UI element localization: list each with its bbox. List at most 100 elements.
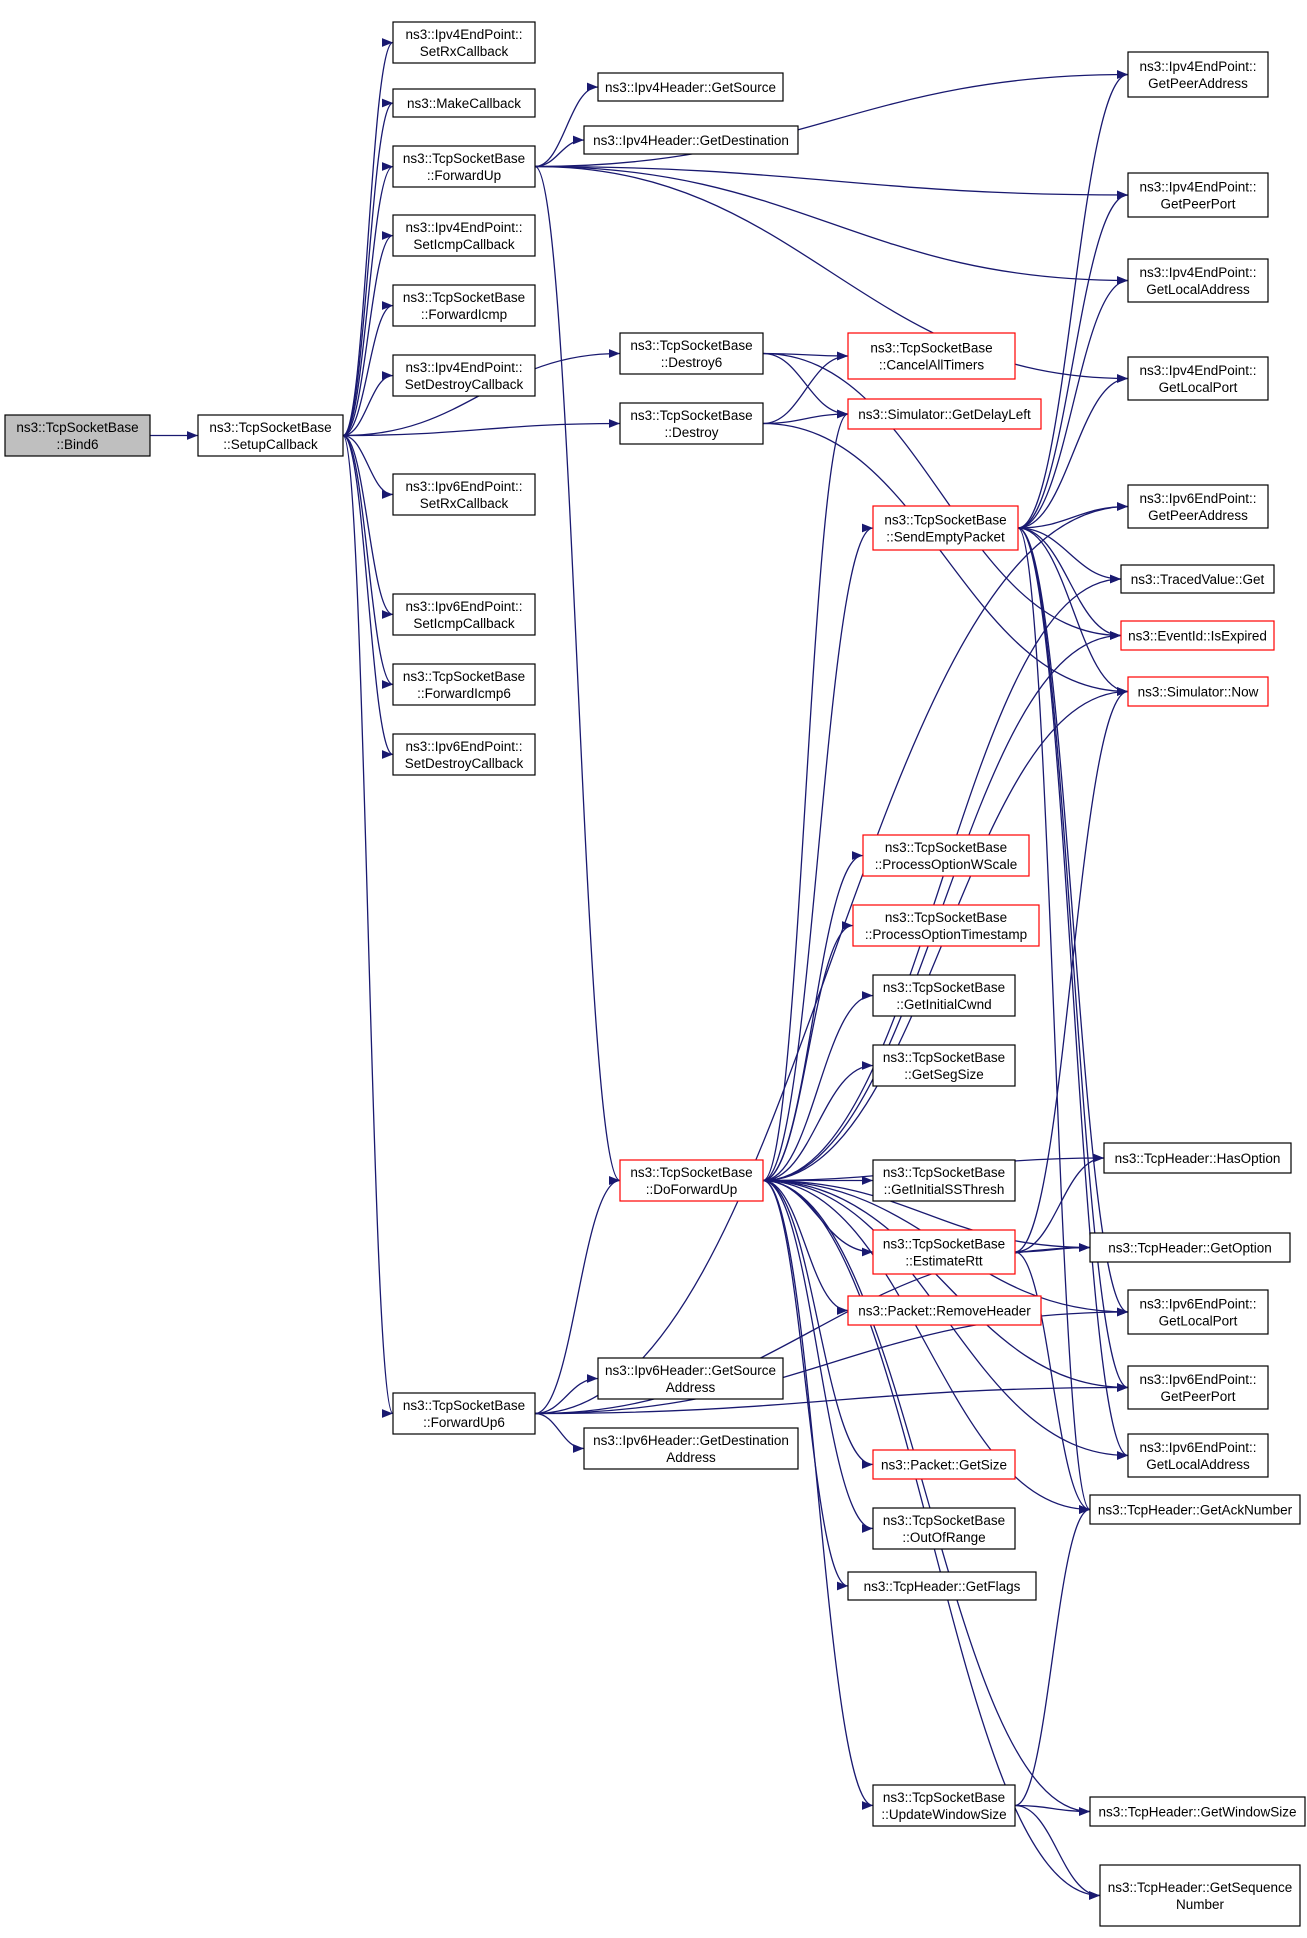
node-getflags[interactable]: ns3::TcpHeader::GetFlags bbox=[847, 1571, 1037, 1601]
node-label: Address bbox=[666, 1380, 716, 1395]
edge-doforward-to-sendempty bbox=[762, 523, 874, 1182]
node-box bbox=[392, 21, 536, 64]
edge-destroy6-to-expired bbox=[762, 352, 1122, 640]
node-ip6setrx[interactable]: ns3::Ipv6EndPoint::SetRxCallback bbox=[392, 473, 536, 516]
node-ip6localaddr[interactable]: ns3::Ipv6EndPoint::GetLocalAddress bbox=[1127, 1433, 1269, 1478]
node-label: ns3::Ipv4EndPoint:: bbox=[1139, 180, 1256, 195]
node-fwdup6[interactable]: ns3::TcpSocketBase::ForwardUp6 bbox=[392, 1392, 536, 1435]
edge-sendempty-to-ip4peerport bbox=[1017, 190, 1129, 529]
node-label: ns3::Ipv6EndPoint:: bbox=[405, 739, 522, 754]
edge-estrtt-to-hasoption bbox=[1014, 1153, 1105, 1253]
node-box bbox=[392, 88, 536, 118]
node-box bbox=[619, 332, 764, 375]
node-ip4localaddr[interactable]: ns3::Ipv4EndPoint::GetLocalAddress bbox=[1127, 258, 1269, 303]
edge-doforward-to-procts bbox=[762, 921, 854, 1182]
node-label: GetLocalAddress bbox=[1146, 282, 1250, 297]
node-fwdup[interactable]: ns3::TcpSocketBase::ForwardUp bbox=[392, 145, 536, 188]
node-label: ::GetSegSize bbox=[904, 1067, 984, 1082]
node-simnow[interactable]: ns3::Simulator::Now bbox=[1127, 676, 1269, 707]
node-box bbox=[1120, 564, 1275, 594]
edge-setup-to-fwdup6 bbox=[342, 434, 394, 1418]
edge-fwdup6-to-ip6peerport bbox=[534, 1383, 1129, 1415]
edge-destroy-to-getdelay bbox=[762, 409, 849, 425]
node-box bbox=[1127, 172, 1269, 218]
node-label: ns3::TcpHeader::GetAckNumber bbox=[1098, 1503, 1293, 1518]
node-getack[interactable]: ns3::TcpHeader::GetAckNumber bbox=[1089, 1494, 1301, 1525]
node-ip4setdes[interactable]: ns3::Ipv4EndPoint::SetDestroyCallback bbox=[392, 354, 536, 397]
node-setup[interactable]: ns3::TcpSocketBase::SetupCallback bbox=[197, 414, 344, 457]
node-label: ns3::TcpSocketBase bbox=[883, 1165, 1005, 1180]
edge-fwdup6-to-ip6peeraddr bbox=[534, 502, 1129, 1415]
node-fwdicmp6[interactable]: ns3::TcpSocketBase::ForwardIcmp6 bbox=[392, 663, 536, 706]
node-box bbox=[1089, 1796, 1306, 1827]
node-ip4seticmp[interactable]: ns3::Ipv4EndPoint::SetIcmpCallback bbox=[392, 214, 536, 257]
node-bind6[interactable]: ns3::TcpSocketBase::Bind6 bbox=[4, 414, 151, 457]
node-tracedget[interactable]: ns3::TracedValue::Get bbox=[1120, 564, 1275, 594]
edge-updwin-to-getack bbox=[1014, 1505, 1091, 1807]
node-ip4localport[interactable]: ns3::Ipv4EndPoint::GetLocalPort bbox=[1127, 356, 1269, 401]
node-label: ns3::Simulator::Now bbox=[1138, 685, 1259, 700]
edge-doforward-to-tracedget bbox=[762, 574, 1122, 1182]
node-getwin[interactable]: ns3::TcpHeader::GetWindowSize bbox=[1089, 1796, 1306, 1827]
edge-setup-to-ip4seticmp bbox=[342, 231, 394, 437]
node-makecb[interactable]: ns3::MakeCallback bbox=[392, 88, 536, 118]
node-procwscale[interactable]: ns3::TcpSocketBase::ProcessOptionWScale bbox=[862, 834, 1030, 877]
node-label: ::ForwardUp bbox=[427, 168, 501, 183]
node-outofrange[interactable]: ns3::TcpSocketBase::OutOfRange bbox=[872, 1507, 1016, 1550]
node-label: ::CancelAllTimers bbox=[879, 358, 985, 373]
node-label: ::SendEmptyPacket bbox=[886, 530, 1005, 545]
node-segsize[interactable]: ns3::TcpSocketBase::GetSegSize bbox=[872, 1044, 1016, 1087]
node-ip6peerport[interactable]: ns3::Ipv6EndPoint::GetPeerPort bbox=[1127, 1365, 1269, 1410]
node-label: ns3::Ipv4EndPoint:: bbox=[405, 27, 522, 42]
node-box bbox=[872, 1159, 1016, 1202]
edge-doforward-to-getflags bbox=[762, 1179, 849, 1591]
node-doforward[interactable]: ns3::TcpSocketBase::DoForwardUp bbox=[619, 1159, 764, 1202]
node-label: ns3::TcpSocketBase bbox=[885, 840, 1007, 855]
node-ip6peeraddr[interactable]: ns3::Ipv6EndPoint::GetPeerAddress bbox=[1127, 484, 1269, 529]
node-ip4hsrc[interactable]: ns3::Ipv4Header::GetSource bbox=[597, 72, 784, 102]
node-ip4peeraddr[interactable]: ns3::Ipv4EndPoint::GetPeerAddress bbox=[1127, 51, 1269, 98]
edge-doforward-to-outofrange bbox=[762, 1179, 874, 1533]
node-fwdicmp[interactable]: ns3::TcpSocketBase::ForwardIcmp bbox=[392, 284, 536, 327]
node-hasoption[interactable]: ns3::TcpHeader::HasOption bbox=[1103, 1142, 1292, 1174]
node-ip4peerport[interactable]: ns3::Ipv4EndPoint::GetPeerPort bbox=[1127, 172, 1269, 218]
node-destroy6[interactable]: ns3::TcpSocketBase::Destroy6 bbox=[619, 332, 764, 375]
node-box bbox=[392, 593, 536, 636]
node-label: ns3::TcpSocketBase bbox=[630, 1165, 752, 1180]
node-box bbox=[392, 473, 536, 516]
edge-fwdup6-to-ip6hsrc bbox=[534, 1374, 599, 1415]
node-label: ns3::Ipv4Header::GetSource bbox=[605, 80, 776, 95]
edge-sendempty-to-ip6localport bbox=[1017, 527, 1129, 1317]
node-label: ::GetInitialCwnd bbox=[896, 997, 991, 1012]
node-box bbox=[1127, 1289, 1269, 1335]
node-box bbox=[862, 834, 1030, 877]
node-estrtt[interactable]: ns3::TcpSocketBase::EstimateRtt bbox=[872, 1229, 1016, 1275]
edge-setup-to-ip6setrx bbox=[342, 434, 394, 499]
edge-estrtt-to-getoption bbox=[1014, 1243, 1091, 1253]
node-getoption[interactable]: ns3::TcpHeader::GetOption bbox=[1089, 1232, 1291, 1263]
node-sendempty[interactable]: ns3::TcpSocketBase::SendEmptyPacket bbox=[872, 505, 1019, 551]
node-ip4hdst[interactable]: ns3::Ipv4Header::GetDestination bbox=[583, 125, 799, 155]
node-getdelay[interactable]: ns3::Simulator::GetDelayLeft bbox=[847, 398, 1042, 430]
function-nodes: ns3::TcpSocketBase::Bind6ns3::TcpSocketB… bbox=[4, 21, 1306, 1927]
edge-fwdup-to-doforward bbox=[534, 165, 621, 1185]
node-label: GetPeerPort bbox=[1160, 197, 1235, 212]
node-label: ns3::TracedValue::Get bbox=[1131, 572, 1265, 587]
node-ip6localport[interactable]: ns3::Ipv6EndPoint::GetLocalPort bbox=[1127, 1289, 1269, 1335]
node-ip4setrx[interactable]: ns3::Ipv4EndPoint::SetRxCallback bbox=[392, 21, 536, 64]
node-updwin[interactable]: ns3::TcpSocketBase::UpdateWindowSize bbox=[872, 1784, 1016, 1827]
node-removehdr[interactable]: ns3::Packet::RemoveHeader bbox=[847, 1295, 1042, 1326]
node-label: ns3::TcpSocketBase bbox=[883, 1237, 1005, 1252]
node-cancelall[interactable]: ns3::TcpSocketBase::CancelAllTimers bbox=[847, 332, 1016, 380]
node-pktsize[interactable]: ns3::Packet::GetSize bbox=[872, 1449, 1016, 1480]
node-initcwnd[interactable]: ns3::TcpSocketBase::GetInitialCwnd bbox=[872, 974, 1016, 1017]
node-ip6setdes[interactable]: ns3::Ipv6EndPoint::SetDestroyCallback bbox=[392, 733, 536, 776]
node-destroy[interactable]: ns3::TcpSocketBase::Destroy bbox=[619, 402, 764, 445]
node-initss[interactable]: ns3::TcpSocketBase::GetInitialSSThresh bbox=[872, 1159, 1016, 1202]
node-ip6seticmp[interactable]: ns3::Ipv6EndPoint::SetIcmpCallback bbox=[392, 593, 536, 636]
node-expired[interactable]: ns3::EventId::IsExpired bbox=[1120, 620, 1275, 651]
node-procts[interactable]: ns3::TcpSocketBase::ProcessOptionTimesta… bbox=[852, 904, 1040, 947]
